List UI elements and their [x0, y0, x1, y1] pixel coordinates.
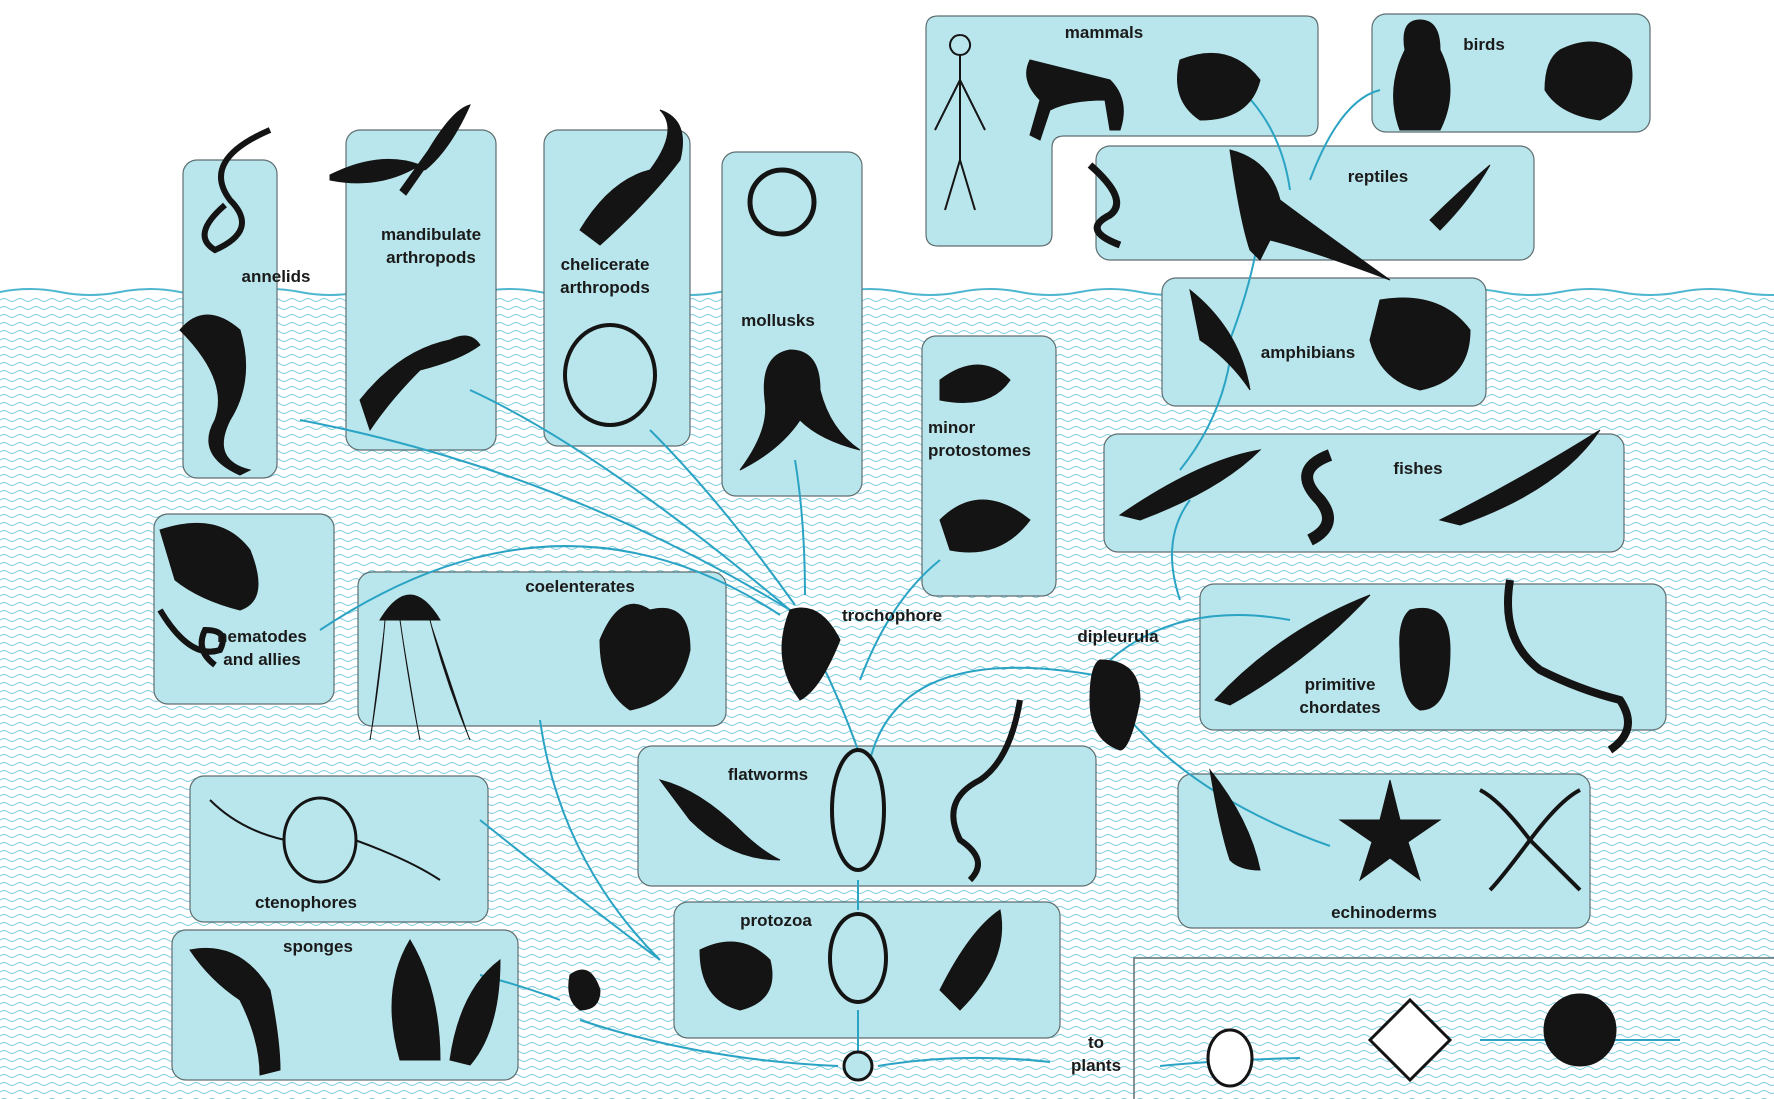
- label-line: mammals: [1065, 23, 1143, 42]
- label-birds: birds: [1463, 35, 1505, 54]
- label-echinoderms: echinoderms: [1331, 903, 1437, 922]
- label-line: reptiles: [1348, 167, 1408, 186]
- label-line: echinoderms: [1331, 903, 1437, 922]
- label-line: primitive: [1305, 675, 1376, 694]
- label-line: mandibulate: [381, 225, 481, 244]
- label-trochophore: trochophore: [842, 606, 942, 625]
- label-line: amphibians: [1261, 343, 1355, 362]
- label-ctenophores: ctenophores: [255, 893, 357, 912]
- label-line: plants: [1071, 1056, 1121, 1075]
- label-line: protozoa: [740, 911, 812, 930]
- label-mollusks: mollusks: [741, 311, 815, 330]
- label-line: birds: [1463, 35, 1505, 54]
- snail-illustration: [750, 170, 814, 234]
- label-dipleurula: dipleurula: [1077, 627, 1159, 646]
- label-line: mollusks: [741, 311, 815, 330]
- label-protozoa: protozoa: [740, 911, 812, 930]
- label-line: arthropods: [386, 248, 476, 267]
- tunicate-illustration: [1400, 608, 1450, 710]
- label-line: coelenterates: [525, 577, 635, 596]
- label-line: flatworms: [728, 765, 808, 784]
- label-line: protostomes: [928, 441, 1031, 460]
- label-line: to: [1088, 1033, 1104, 1052]
- label-line: trochophore: [842, 606, 942, 625]
- label-reptiles: reptiles: [1348, 167, 1408, 186]
- label-line: arthropods: [560, 278, 650, 297]
- root-cell-illustration: [844, 1052, 872, 1080]
- label-line: sponges: [283, 937, 353, 956]
- label-coelenterates: coelenterates: [525, 577, 635, 596]
- label-flatworms: flatworms: [728, 765, 808, 784]
- label-mammals: mammals: [1065, 23, 1143, 42]
- label-line: chordates: [1299, 698, 1380, 717]
- label-line: dipleurula: [1077, 627, 1159, 646]
- label-line: annelids: [242, 267, 311, 286]
- label-fishes: fishes: [1393, 459, 1442, 478]
- ciliate-illustration: [830, 914, 886, 1002]
- label-line: and allies: [223, 650, 300, 669]
- volvox-illustration: [1544, 994, 1616, 1066]
- label-line: minor: [928, 418, 976, 437]
- green-flagellate-illustration: [1208, 1030, 1252, 1086]
- label-line: chelicerate: [561, 255, 650, 274]
- label-annelids: annelids: [242, 267, 311, 286]
- comb-jelly-illustration: [284, 798, 356, 882]
- label-line: nematodes: [217, 627, 307, 646]
- label-amphibians: amphibians: [1261, 343, 1355, 362]
- label-line: fishes: [1393, 459, 1442, 478]
- flatworm-larva-illustration: [832, 750, 884, 870]
- horseshoe-crab-illustration: [565, 325, 655, 425]
- label-sponges: sponges: [283, 937, 353, 956]
- label-line: ctenophores: [255, 893, 357, 912]
